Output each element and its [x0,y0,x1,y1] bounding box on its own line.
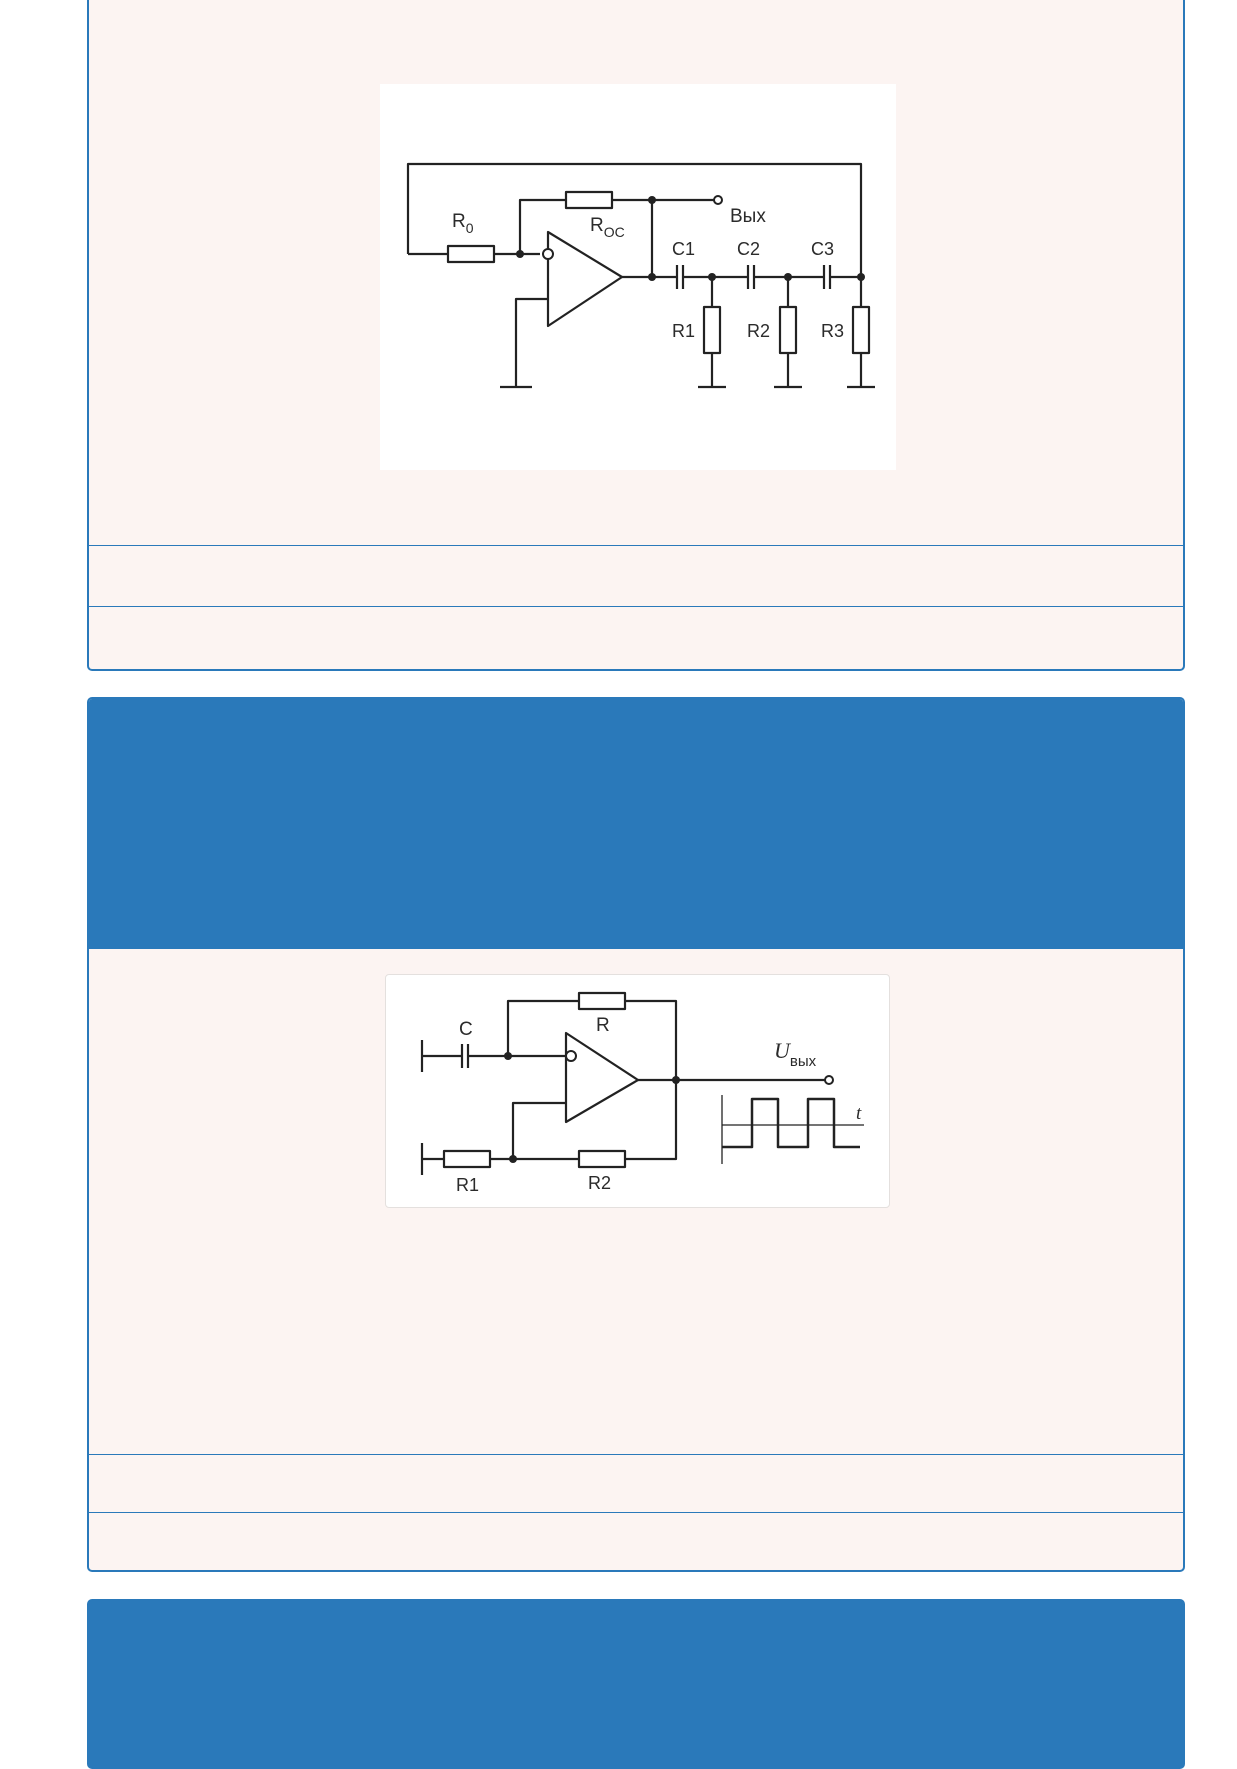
opamp-1 [546,230,624,328]
resistor-r [577,991,627,1011]
phase-shift-oscillator-schematic: R0 ROC Вых C1 C2 C3 R1 R2 R3 [406,162,875,389]
label-c: C [459,1019,473,1040]
opamp-2 [564,1031,640,1124]
resistor-r1b [442,1149,492,1169]
output-terminal-2 [824,1075,834,1085]
card-footer-divider-2 [89,606,1183,607]
phase-shift-oscillator-diagram: R0 ROC Вых C1 C2 C3 R1 R2 R3 [380,84,896,470]
resistor-r2b [577,1149,627,1169]
label-r3: R3 [821,321,844,341]
label-r: R [596,1015,610,1036]
card-footer-divider-2 [89,1512,1183,1513]
label-c1: C1 [672,239,695,259]
label-r2: R2 [747,321,770,341]
label-c2: C2 [737,239,760,259]
resistor-r1 [702,305,722,355]
label-out: Вых [730,206,766,227]
card-footer-divider-1 [89,1454,1183,1455]
label-c3: C3 [811,239,834,259]
label-r2: R2 [588,1173,611,1193]
feedback-wire [406,162,863,277]
resistor-r2 [778,305,798,355]
inverting-input-marker-2 [565,1050,577,1062]
label-t: t [856,1103,862,1124]
inverting-input-marker [542,248,554,260]
resistor-roc [564,190,614,210]
label-roc: ROC [590,215,625,240]
label-r1: R1 [672,321,695,341]
card-multivibrator: C R Uвых t R1 R2 [87,697,1185,1572]
card-header [89,699,1183,949]
card-next [87,1599,1185,1769]
multivibrator-diagram: C R Uвых t R1 R2 [385,974,890,1208]
label-u-out: Uвых [774,1038,817,1070]
label-r1: R1 [456,1175,479,1195]
card-header [89,1601,1183,1767]
label-r0: R0 [452,211,474,236]
card-footer-divider-1 [89,545,1183,546]
card-phase-shift-oscillator: R0 ROC Вых C1 C2 C3 R1 R2 R3 [87,0,1185,671]
multivibrator-schematic: C R Uвых t R1 R2 [420,991,864,1195]
resistor-r0 [446,244,496,264]
square-wave [722,1097,860,1149]
resistor-r3 [851,305,871,355]
output-terminal [713,195,723,205]
